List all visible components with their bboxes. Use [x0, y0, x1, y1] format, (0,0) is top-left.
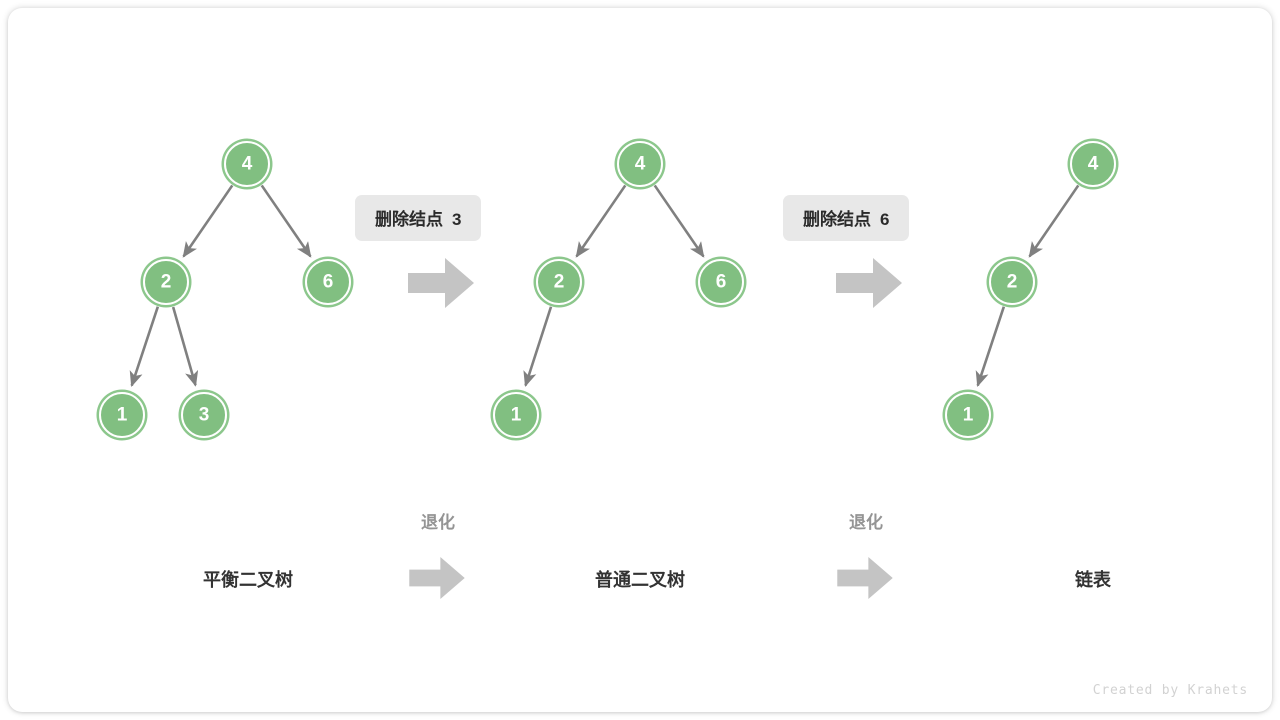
operation-badge-remove-6: 删除结点 6: [783, 195, 910, 241]
transition-arrow-remove-3: [408, 258, 474, 308]
tree-node-balanced-2: 2: [143, 259, 189, 305]
stage-caption-balanced: 平衡二叉树: [203, 570, 293, 590]
node-value: 1: [962, 404, 974, 425]
node-value: 3: [198, 404, 210, 425]
stage-caption-ordinary: 普通二叉树: [595, 570, 685, 590]
tree-node-balanced-3: 3: [181, 392, 227, 438]
operation-badge-value: 6: [880, 210, 890, 229]
node-value: 1: [510, 404, 522, 425]
node-value: 6: [715, 271, 727, 292]
node-value: 1: [116, 404, 128, 425]
tree-node-balanced-6: 6: [305, 259, 351, 305]
watermark: Created by Krahets: [1092, 683, 1248, 698]
tree-node-ordinary-4: 4: [617, 141, 663, 187]
operation-badge-text: 删除结点: [803, 210, 871, 229]
tree-node-ordinary-6: 6: [698, 259, 744, 305]
tree-node-linked-list-1: 1: [945, 392, 991, 438]
node-value: 2: [160, 271, 172, 292]
node-value: 4: [1087, 153, 1099, 174]
node-value: 2: [1006, 271, 1018, 292]
degrade-arrow-remove-6: [832, 557, 898, 599]
stage-caption-linked-list: 链表: [1075, 570, 1111, 590]
tree-node-ordinary-2: 2: [536, 259, 582, 305]
tree-node-balanced-1: 1: [99, 392, 145, 438]
tree-node-ordinary-1: 1: [493, 392, 539, 438]
operation-badge-remove-3: 删除结点 3: [355, 195, 482, 241]
node-value: 6: [322, 271, 334, 292]
degrade-arrow-remove-3: [404, 557, 470, 599]
tree-node-linked-list-2: 2: [989, 259, 1035, 305]
degrade-label-remove-3: 退化: [421, 513, 455, 532]
tree-node-balanced-4: 4: [224, 141, 270, 187]
operation-badge-value: 3: [452, 210, 462, 229]
node-value: 4: [634, 153, 646, 174]
node-value: 2: [553, 271, 565, 292]
transition-arrow-remove-6: [836, 258, 902, 308]
node-value: 4: [241, 153, 253, 174]
tree-node-linked-list-4: 4: [1070, 141, 1116, 187]
operation-badge-text: 删除结点: [375, 210, 443, 229]
degrade-label-remove-6: 退化: [849, 513, 883, 532]
diagram-card: [8, 8, 1272, 712]
